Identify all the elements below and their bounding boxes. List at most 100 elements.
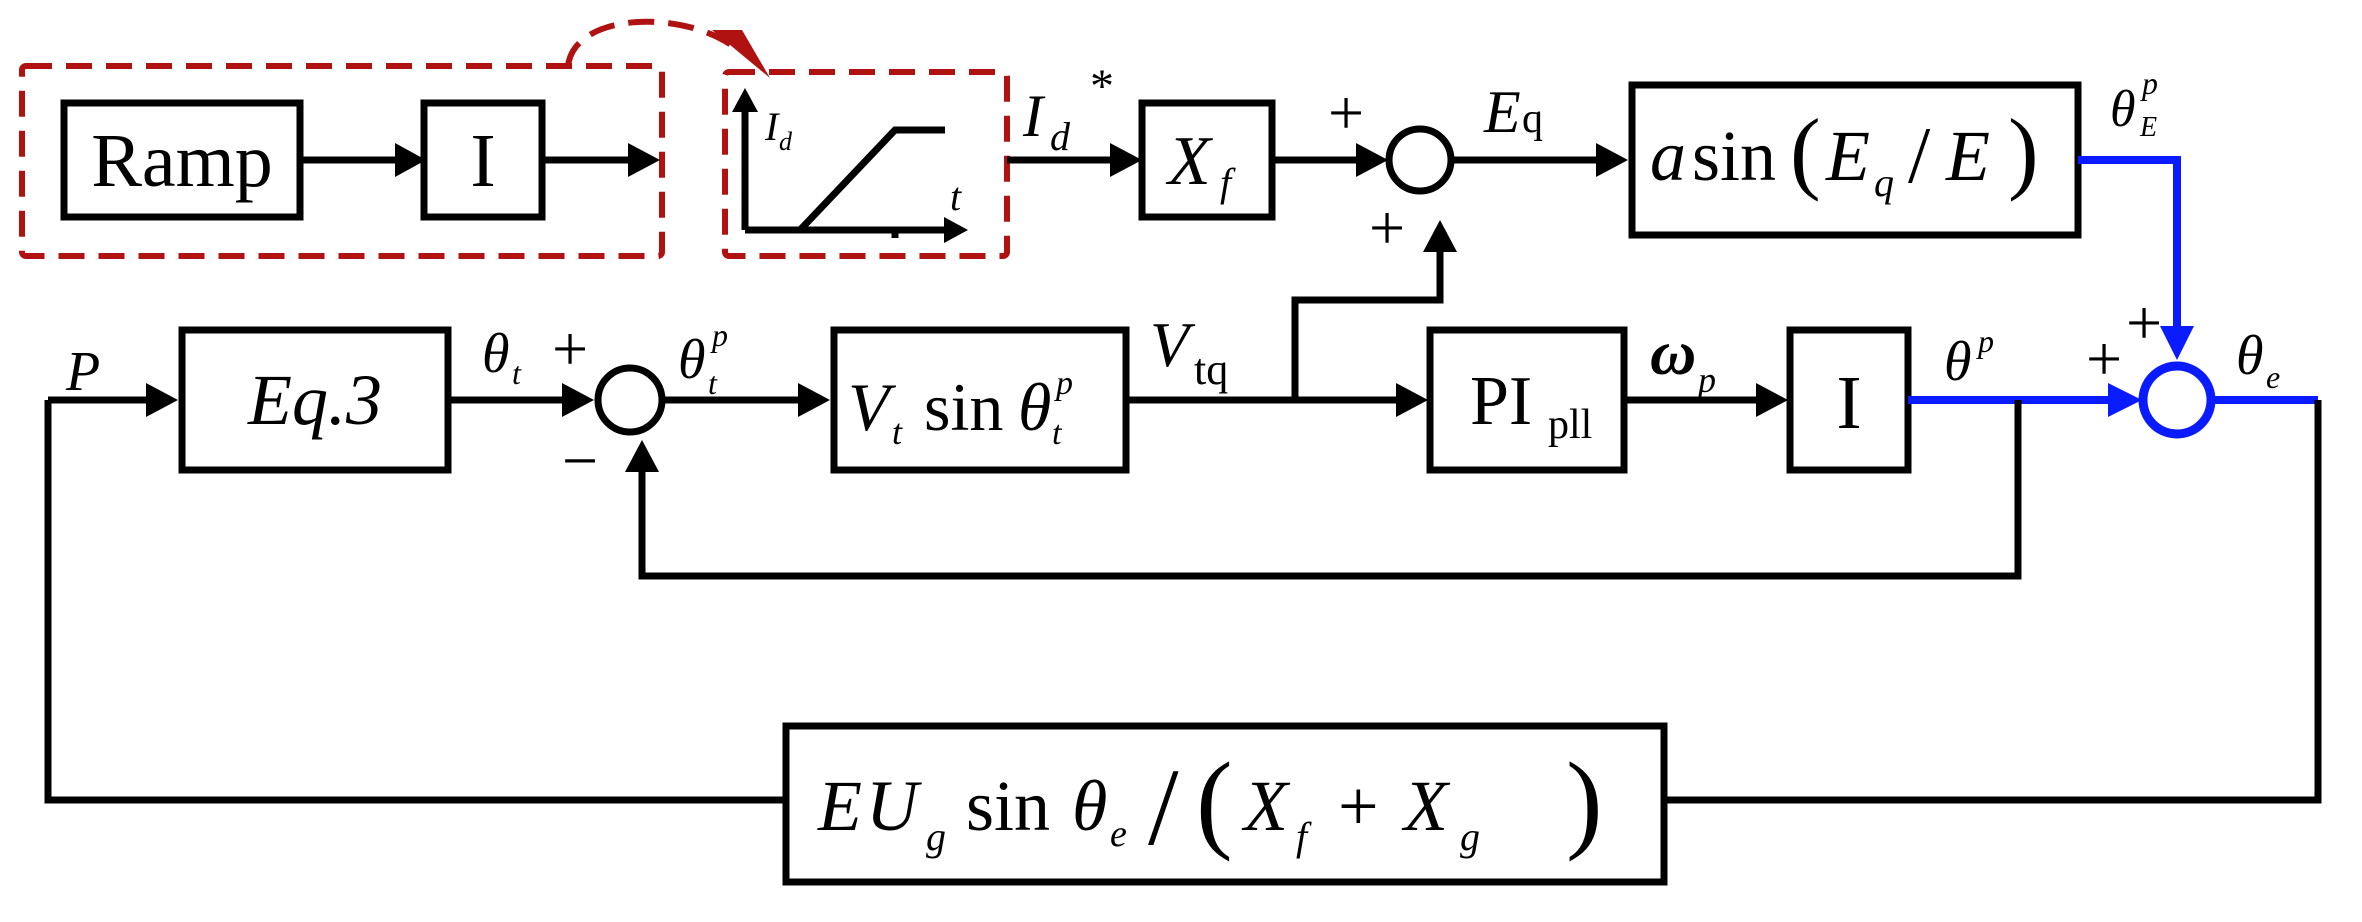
svg-text:θ: θ bbox=[1072, 766, 1107, 846]
svg-text:X: X bbox=[1401, 766, 1451, 846]
sum2-left-sign: + bbox=[552, 313, 588, 384]
svg-text:E: E bbox=[2139, 112, 2157, 143]
inset-y-axis-label: I bbox=[764, 104, 780, 149]
integrator-1-label: I bbox=[470, 119, 495, 203]
svg-text:(: ( bbox=[1790, 100, 1821, 202]
eq-signal-label: E q bbox=[1483, 79, 1543, 145]
arrow-integrator-out bbox=[628, 143, 660, 177]
svg-text:t: t bbox=[1052, 415, 1063, 452]
arrow-eq3-to-sum2 bbox=[562, 383, 594, 417]
svg-text:t: t bbox=[512, 355, 522, 391]
svg-text:θ: θ bbox=[2110, 81, 2136, 138]
svg-text:X: X bbox=[1165, 123, 1214, 200]
svg-text:θ: θ bbox=[482, 323, 510, 385]
svg-text:(: ( bbox=[1196, 740, 1233, 862]
pi-pll-block: PI pll bbox=[1426, 326, 1628, 474]
svg-text:X: X bbox=[1241, 766, 1291, 846]
summing-junction-eq bbox=[1385, 125, 1455, 195]
summing-junction-theta-e bbox=[2138, 361, 2216, 439]
svg-text:t: t bbox=[892, 412, 903, 452]
svg-text:I: I bbox=[1836, 361, 1861, 445]
svg-text:θ: θ bbox=[1944, 331, 1972, 393]
svg-text:/: / bbox=[1148, 746, 1179, 868]
svg-text:V: V bbox=[848, 369, 897, 445]
svg-text:g: g bbox=[926, 814, 946, 859]
svg-text:): ) bbox=[2008, 100, 2039, 202]
theta-t-label: θ t bbox=[482, 323, 522, 391]
svg-text:V: V bbox=[1150, 309, 1196, 380]
svg-text:+: + bbox=[1338, 766, 1379, 846]
svg-text:θ: θ bbox=[678, 329, 706, 391]
ramp-block: Ramp bbox=[60, 99, 304, 221]
svg-text:E: E bbox=[1483, 79, 1521, 145]
arrow-id-to-xf bbox=[1110, 143, 1142, 177]
sum2-bottom-sign: − bbox=[562, 425, 598, 496]
svg-text:t: t bbox=[708, 365, 718, 401]
svg-text:PI: PI bbox=[1470, 363, 1532, 440]
svg-text:E: E bbox=[817, 766, 862, 846]
svg-text:p: p bbox=[1976, 323, 1994, 359]
ramp-generator-group bbox=[19, 18, 1010, 259]
arrow-xf-to-sum1 bbox=[1356, 143, 1388, 177]
svg-text:p: p bbox=[1695, 360, 1716, 400]
svg-text:p: p bbox=[710, 317, 728, 353]
svg-text:sin: sin bbox=[924, 369, 1003, 445]
theta-e-label: θ e bbox=[2236, 325, 2280, 395]
vt-sin-block: V t sin θ t p bbox=[830, 326, 1130, 474]
integrator-block-1: I bbox=[420, 99, 546, 221]
svg-text:q: q bbox=[1874, 160, 1894, 205]
arrow-ramp-to-integrator bbox=[395, 143, 426, 177]
svg-text:sin: sin bbox=[1692, 116, 1776, 196]
inset-y-axis-sub: d bbox=[779, 127, 793, 156]
svg-text:P: P bbox=[65, 341, 100, 403]
id-ramp-inset-graph: I d t bbox=[732, 88, 968, 243]
arrow-sum2-to-vtsin bbox=[798, 383, 830, 417]
svg-text:g: g bbox=[1460, 814, 1480, 859]
red-arrowhead bbox=[712, 30, 770, 78]
svg-text:E: E bbox=[1825, 116, 1870, 196]
inset-x-axis-label: t bbox=[950, 174, 962, 219]
svg-text:tq: tq bbox=[1194, 345, 1228, 394]
arrow-pi-to-integrator bbox=[1756, 383, 1788, 417]
omega-p-label: ω p bbox=[1650, 317, 1716, 400]
sum3-left-sign: + bbox=[2086, 323, 2122, 394]
p-input-label: P bbox=[65, 341, 100, 403]
sum1-bottom-sign: + bbox=[1369, 192, 1405, 263]
svg-text:*: * bbox=[1090, 60, 1114, 113]
theta-p-label: θ p bbox=[1944, 323, 1994, 393]
sum1-top-sign: + bbox=[1328, 77, 1364, 148]
ramp-label: Ramp bbox=[91, 119, 273, 203]
arrow-eq-to-asin bbox=[1596, 143, 1628, 177]
red-dashed-arc-arrow bbox=[565, 18, 740, 67]
integrator-block-2: I bbox=[1786, 326, 1912, 474]
svg-text:/: / bbox=[1908, 112, 1931, 200]
id-ref-label: I d * bbox=[1022, 60, 1114, 159]
arrow-blue-thetap bbox=[2108, 383, 2142, 417]
ramp-group-dashed-frame bbox=[19, 63, 665, 259]
svg-text:E: E bbox=[1945, 116, 1990, 196]
svg-text:a: a bbox=[1650, 116, 1686, 196]
svg-text:ω: ω bbox=[1650, 317, 1696, 388]
svg-text:θ: θ bbox=[1018, 369, 1051, 445]
svg-text:sin: sin bbox=[966, 766, 1050, 846]
arrow-vtq-to-pi bbox=[1396, 383, 1428, 417]
xf-block: X f bbox=[1138, 99, 1276, 221]
vtq-label: V tq bbox=[1150, 309, 1228, 394]
eq3-block: Eq.3 bbox=[178, 326, 452, 474]
feedback-power-block: E U g sin θ e / ( X f + X g ) bbox=[782, 722, 1668, 886]
arrow-vtq-to-sum1 bbox=[1423, 220, 1457, 252]
arrow-p-to-eq3 bbox=[146, 383, 178, 417]
sum3-top-sign: + bbox=[2126, 287, 2162, 358]
svg-text:e: e bbox=[2266, 359, 2280, 395]
svg-text:I: I bbox=[1022, 83, 1046, 149]
id-profile-dashed-frame bbox=[722, 69, 1010, 259]
svg-text:Eq.3: Eq.3 bbox=[247, 360, 382, 440]
svg-text:d: d bbox=[1050, 114, 1071, 159]
arrow-blue-thetaEp bbox=[2160, 326, 2194, 360]
inset-x-arrow bbox=[944, 217, 968, 243]
svg-text:U: U bbox=[866, 766, 922, 846]
asin-block: a sin ( E q / E ) bbox=[1628, 81, 2082, 239]
svg-text:pll: pll bbox=[1548, 402, 1592, 448]
svg-text:e: e bbox=[1110, 813, 1127, 855]
